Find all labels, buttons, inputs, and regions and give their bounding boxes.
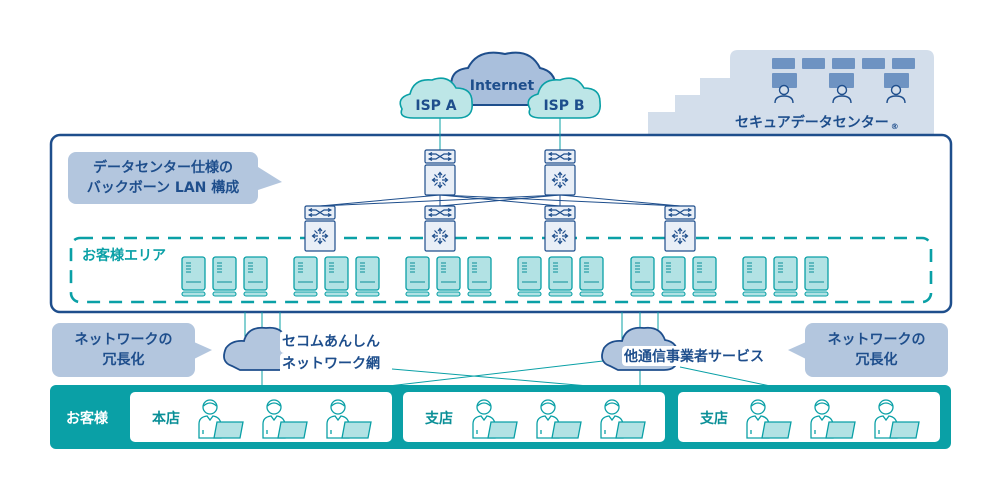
redundancy-left-line1: ネットワークの [74, 332, 173, 348]
switch-links [319, 194, 681, 207]
site-head-office: 本店 [130, 392, 392, 442]
datacenter-name: セキュアデータセンター® [735, 112, 899, 132]
core-switch-router-icon [424, 149, 456, 164]
server-icon [742, 256, 767, 297]
site-name: 支店 [425, 411, 453, 427]
core-switch-icon [424, 164, 456, 196]
core-switch-icon [544, 164, 576, 196]
redundancy-right-line1: ネットワークの [827, 332, 926, 348]
edge-switch-icon [424, 220, 456, 252]
edge-switch-router-icon [304, 205, 336, 220]
edge-switch-icon [544, 220, 576, 252]
server-icon [405, 256, 430, 297]
core-switch-router-icon [544, 149, 576, 164]
registered-mark: ® [890, 122, 899, 131]
site-branch-2: 支店 [678, 392, 940, 442]
customer-area-frame [69, 236, 933, 304]
server-icon [293, 256, 318, 297]
site-branch-1: 支店 [403, 392, 665, 442]
isp-b-cloud [527, 77, 602, 119]
secom-network-label: セコムあんしん ネットワーク網 [280, 331, 382, 375]
backbone-callout: データセンター仕様の バックボーン LAN 構成 [68, 152, 258, 204]
redundancy-callout-left: ネットワークの 冗長化 [52, 323, 195, 377]
server-icon [467, 256, 492, 297]
redundancy-left-line2: 冗長化 [102, 352, 145, 368]
server-icon [773, 256, 798, 297]
backbone-callout-line1: データセンター仕様の [93, 160, 233, 176]
customer-area-label: お客様エリア [82, 248, 166, 264]
server-icon [355, 256, 380, 297]
server-icon [181, 256, 206, 297]
datacenter-racks [772, 58, 915, 88]
datacenter-name-text: セキュアデータセンター [735, 115, 889, 131]
isp-a-label: ISP A [415, 98, 457, 114]
secom-network-line2: ネットワーク網 [280, 353, 382, 375]
isp-b-label: ISP B [543, 98, 585, 114]
server-icon [324, 256, 349, 297]
edge-switch-icon [664, 220, 696, 252]
datacenter-operators [774, 84, 906, 104]
edge-switch-router-icon [544, 205, 576, 220]
backbone-callout-line2: バックボーン LAN 構成 [86, 180, 240, 196]
secom-network-line1: セコムあんしん [280, 331, 382, 353]
server-icon [579, 256, 604, 297]
server-icon [692, 256, 717, 297]
redundancy-right-line2: 冗長化 [855, 352, 898, 368]
server-icon [517, 256, 542, 297]
server-icon [630, 256, 655, 297]
server-icon [243, 256, 268, 297]
edge-switch-router-icon [424, 205, 456, 220]
internet-cloud [450, 51, 557, 106]
site-name: 本店 [152, 411, 180, 427]
edge-switch-icon [304, 220, 336, 252]
internet-label: Internet [469, 78, 535, 94]
server-icon [661, 256, 686, 297]
server-icon [548, 256, 573, 297]
wan-links [244, 312, 776, 388]
datacenter-building [648, 50, 934, 135]
site-name: 支店 [700, 411, 728, 427]
isp-a-cloud [399, 77, 474, 119]
server-icon [804, 256, 829, 297]
customers-label: お客様 [66, 411, 108, 427]
edge-switch-router-icon [664, 205, 696, 220]
server-icon [212, 256, 237, 297]
server-icon [436, 256, 461, 297]
redundancy-callout-right: ネットワークの 冗長化 [805, 323, 948, 377]
other-carrier-label: 他通信事業者サービス [622, 346, 766, 366]
